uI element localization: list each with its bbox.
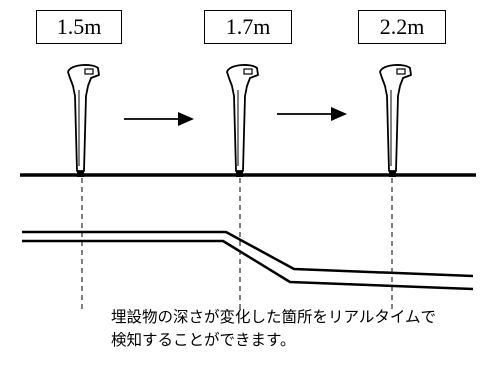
right-arrow-icon xyxy=(276,106,348,122)
depth-label-1: 1.5m xyxy=(36,10,122,44)
pipe-locator-icon xyxy=(67,64,100,178)
pipe-locator-icon xyxy=(226,64,259,178)
buried-pipe-lower-edge xyxy=(22,239,474,291)
caption-line-1: 埋設物の深さが変化した箇所をリアルタイムで xyxy=(111,308,437,326)
caption-line-2: 検知することができます。 xyxy=(111,331,296,349)
caption: 埋設物の深さが変化した箇所をリアルタイムで 検知することができます。 xyxy=(111,306,496,352)
depth-label-3: 2.2m xyxy=(358,10,446,44)
right-arrow-icon xyxy=(123,111,195,127)
pipe-locator-icon xyxy=(379,64,412,178)
depth-label-2: 1.7m xyxy=(204,10,292,44)
buried-pipe-upper-edge xyxy=(22,230,474,278)
